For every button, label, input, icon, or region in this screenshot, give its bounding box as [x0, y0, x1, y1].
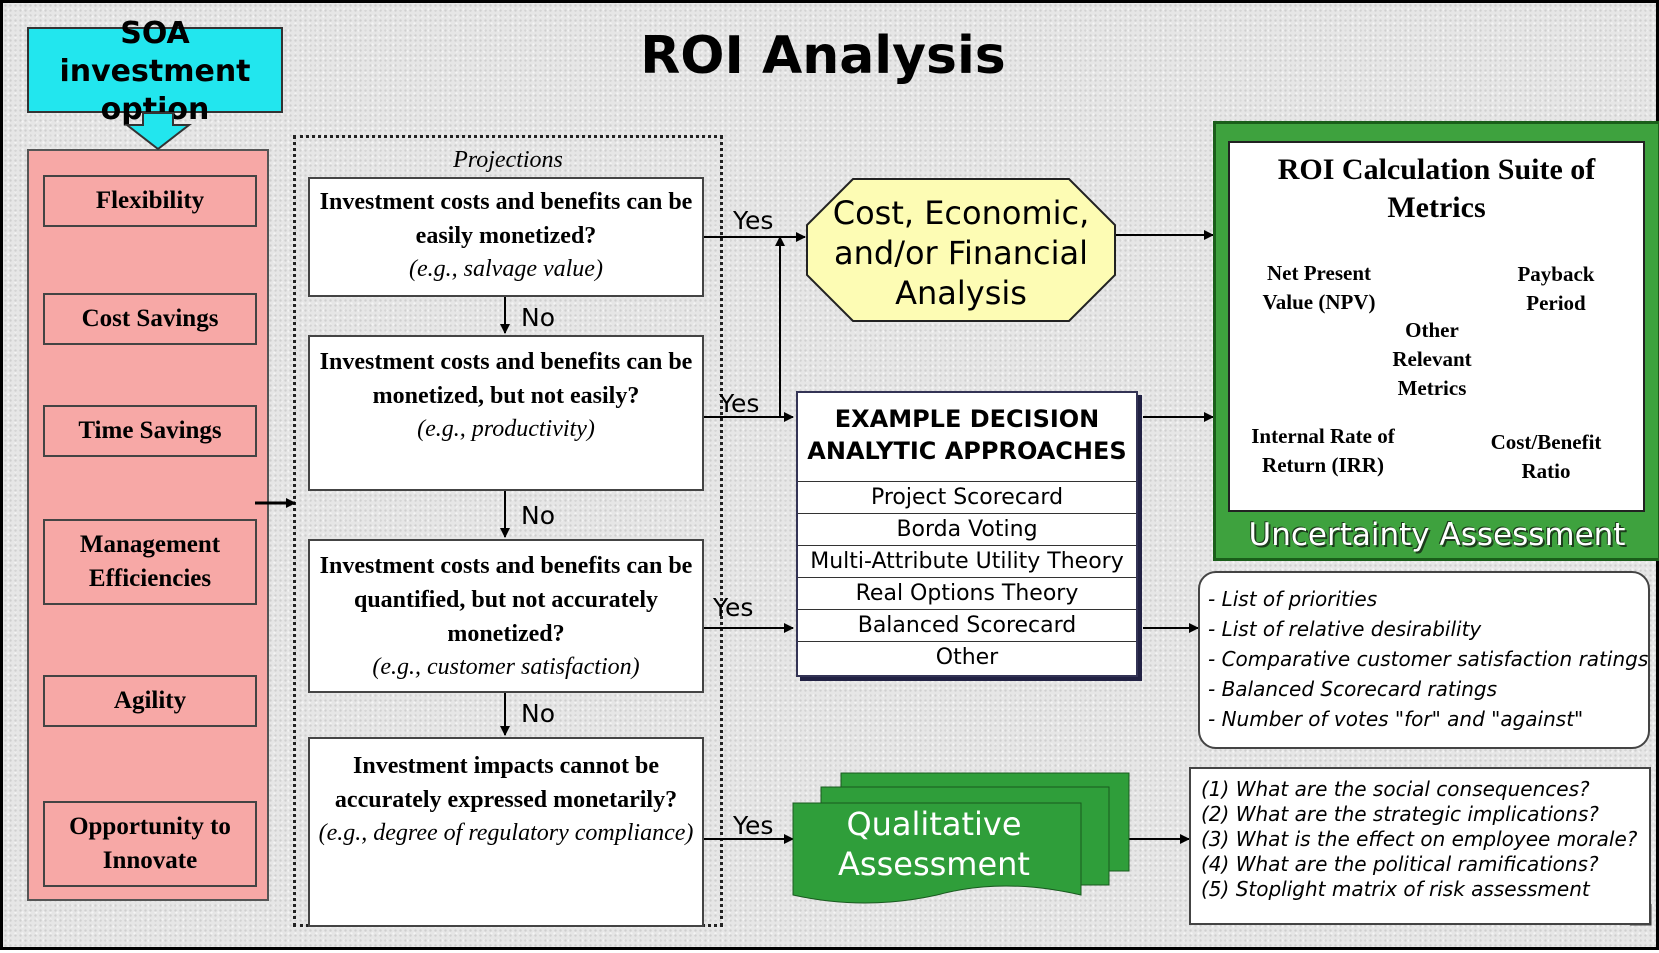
question-item: (4) What are the political ramifications…: [1201, 852, 1599, 876]
approach-row: Balanced Scorecard: [798, 609, 1136, 641]
benefit-flexibility: Flexibility: [43, 175, 257, 227]
approach-row: Multi-Attribute Utility Theory: [798, 545, 1136, 577]
yes-label-2: Yes: [719, 389, 760, 418]
question-item: (1) What are the social consequences?: [1201, 777, 1590, 801]
soa-down-arrow: [124, 112, 192, 151]
question-text: Investment impacts cannot be accurately …: [334, 753, 678, 813]
roi-calculation-panel: [1228, 141, 1645, 512]
outcomes-box: [1198, 571, 1650, 749]
question-text: Investment costs and benefits can be eas…: [319, 189, 693, 249]
question-example: (e.g., degree of regulatory compliance): [318, 820, 694, 846]
question-item: (3) What is the effect on employee moral…: [1201, 827, 1638, 851]
outcome-item: - List of relative desirability: [1208, 617, 1482, 641]
question-cannot-be-monetized: Investment impacts cannot be accurately …: [308, 737, 704, 927]
qualitative-assessment-label: Qualitative Assessment: [838, 805, 1030, 883]
question-text: Investment costs and benefits can be mon…: [319, 349, 693, 409]
question-item: (2) What are the strategic implications?: [1201, 802, 1599, 826]
cost-benefit-label: Cost/Benefit Ratio: [1490, 430, 1602, 483]
irr-label: Internal Rate of Return (IRR): [1251, 424, 1395, 477]
benefit-agility: Agility: [43, 675, 257, 727]
qual-page-front: [792, 802, 1082, 904]
question-quantified-not-monetized: Investment costs and benefits can be qua…: [308, 539, 704, 693]
outcome-item: - Number of votes "for" and "against": [1208, 707, 1584, 731]
cost-analysis-label: Cost, Economic, and/or Financial Analysi…: [832, 194, 1090, 312]
no-label-2: No: [521, 501, 555, 530]
question-text: Investment costs and benefits can be qua…: [319, 553, 693, 647]
no-label-3: No: [521, 699, 555, 728]
outcome-item: - Balanced Scorecard ratings: [1208, 677, 1498, 701]
benefit-management-efficiencies: Management Efficiencies: [43, 519, 257, 605]
yes-label-3: Yes: [713, 593, 754, 622]
npv-label: Net Present Value (NPV): [1262, 261, 1376, 314]
question-item: (5) Stoplight matrix of risk assessment: [1201, 877, 1590, 901]
cost-analysis-octagon: [806, 178, 1116, 322]
question-easily-monetized: Investment costs and benefits can be eas…: [308, 177, 704, 297]
question-example: (e.g., productivity): [417, 416, 595, 442]
example-approaches-heading: EXAMPLE DECISION ANALYTIC APPROACHES: [807, 405, 1127, 465]
benefit-cost-savings: Cost Savings: [43, 293, 257, 345]
yes-label-1: Yes: [733, 206, 774, 235]
approach-row: Borda Voting: [798, 513, 1136, 545]
question-example: (e.g., customer satisfaction): [372, 654, 640, 680]
soa-investment-option: SOA investment option: [27, 16, 283, 127]
benefit-opportunity-to-innovate: Opportunity to Innovate: [43, 801, 257, 887]
outcome-item: - List of priorities: [1208, 587, 1378, 611]
other-metrics-label: Other Relevant Metrics: [1392, 317, 1472, 400]
uncertainty-assessment-label: Uncertainty Assessment: [1248, 517, 1626, 553]
benefit-time-savings: Time Savings: [43, 405, 257, 457]
outcome-item: - Comparative customer satisfaction rati…: [1208, 647, 1649, 671]
qualitative-questions-box: [1189, 767, 1651, 925]
approach-row: Other: [798, 641, 1136, 673]
yes-label-4: Yes: [733, 811, 774, 840]
no-label-1: No: [521, 303, 555, 332]
question-example: (e.g., salvage value): [409, 256, 603, 282]
question-monetized-not-easily: Investment costs and benefits can be mon…: [308, 335, 704, 491]
projections-label: Projections: [453, 146, 563, 173]
approach-row: Real Options Theory: [798, 577, 1136, 609]
page-title: ROI Analysis: [640, 26, 1006, 86]
roi-calculation-title: ROI Calculation Suite of Metrics: [1277, 153, 1596, 224]
approach-row: Project Scorecard: [798, 481, 1136, 513]
payback-label: Payback Period: [1517, 262, 1595, 315]
example-approaches-table: [796, 391, 1138, 677]
